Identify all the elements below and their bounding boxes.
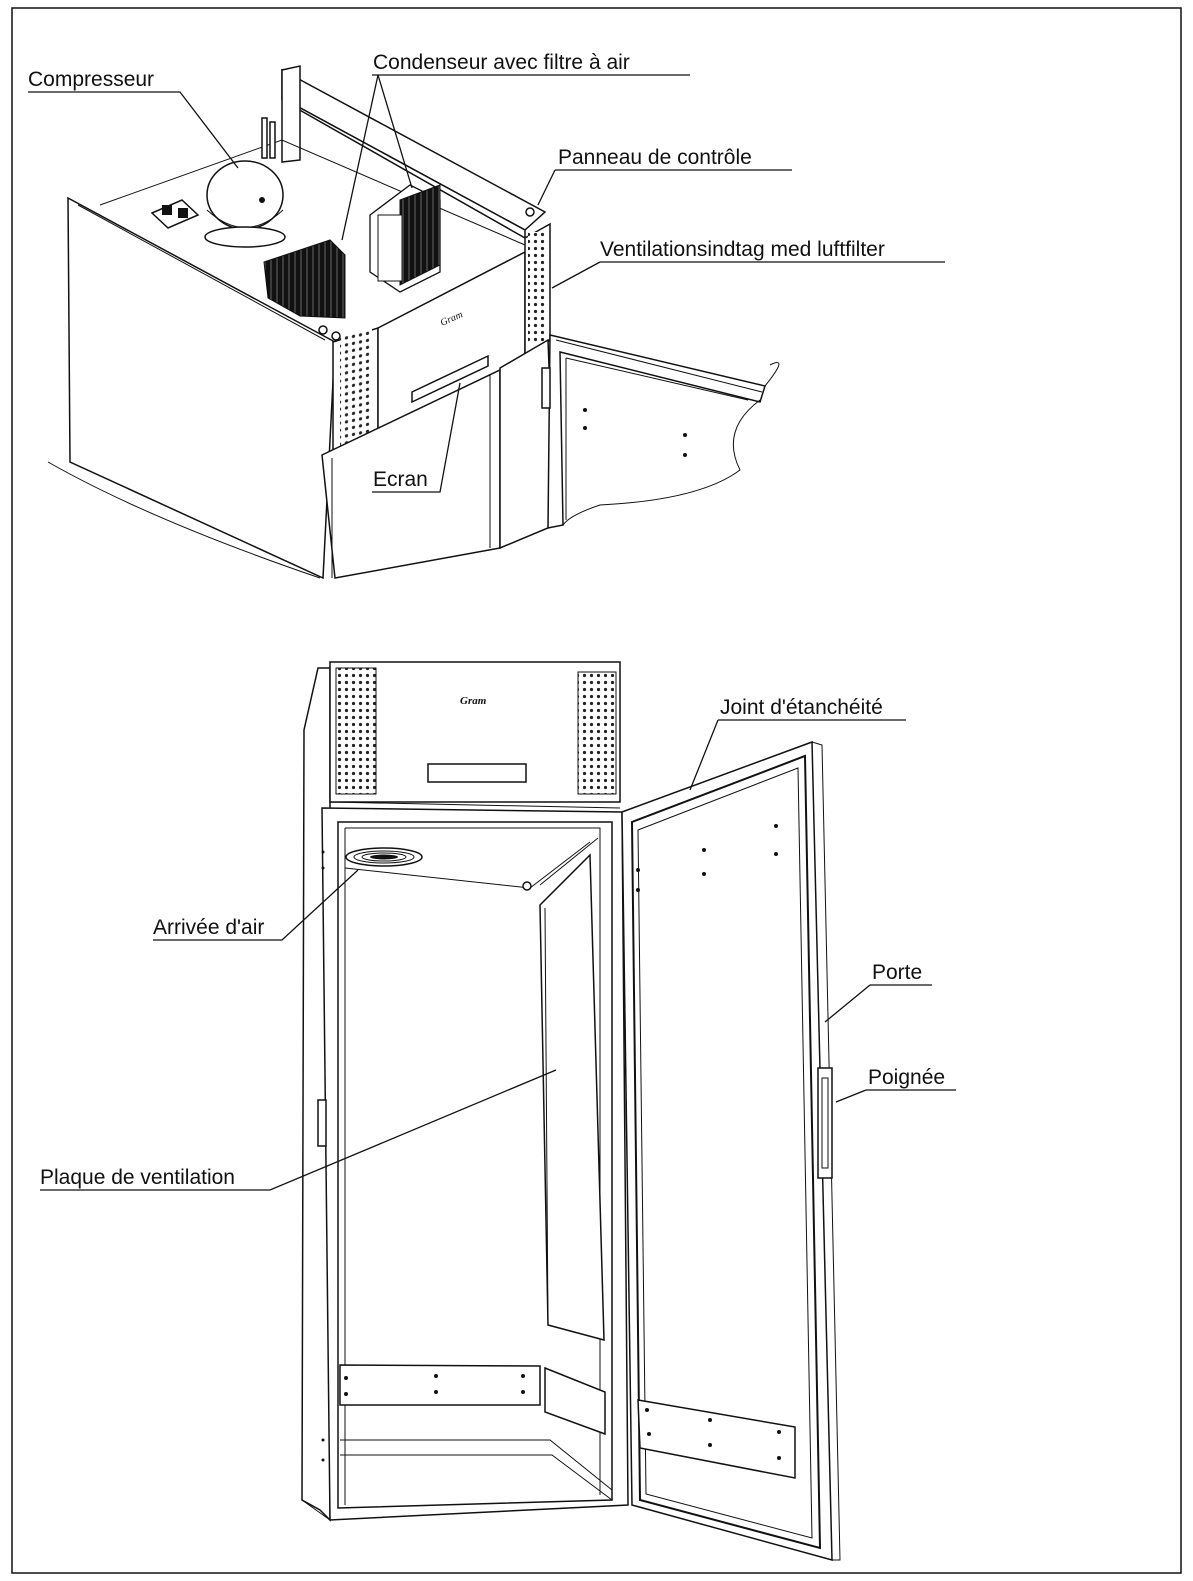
top-view-illustration: Gram [47, 65, 780, 580]
perforation-top-right [577, 671, 617, 795]
perforation-right [528, 232, 548, 344]
label-condenseur: Condenseur avec filtre à air [373, 51, 630, 74]
label-panneau-de-controle: Panneau de contrôle [558, 146, 752, 169]
perforation-left [340, 328, 372, 456]
label-arrivee-air: Arrivée d'air [153, 916, 264, 939]
label-ecran: Ecran [373, 468, 428, 491]
open-door [621, 740, 841, 1561]
condenser-unit [369, 184, 441, 293]
bottom-view-illustration: Gram [301, 661, 841, 1561]
label-ventilation-intake: Ventilationsindtag med luftfilter [600, 238, 885, 261]
air-inlet-fan [345, 847, 423, 867]
perforation-top-left [335, 667, 377, 795]
display-window [411, 354, 489, 404]
label-porte: Porte [872, 961, 922, 984]
label-joint: Joint d'étanchéité [720, 696, 883, 719]
label-plaque: Plaque de ventilation [40, 1166, 235, 1189]
page-border [11, 7, 1182, 1574]
label-poignee: Poignée [868, 1066, 945, 1089]
brand-logo-bottom: Gram [460, 695, 487, 707]
top-view-leaders [28, 74, 945, 493]
compressor-unit [204, 117, 286, 248]
label-compresseur: Compresseur [28, 68, 154, 91]
display-window-bottom [427, 763, 527, 783]
bottom-view-leaders [40, 719, 956, 1191]
ventilation-plate [539, 853, 605, 1341]
